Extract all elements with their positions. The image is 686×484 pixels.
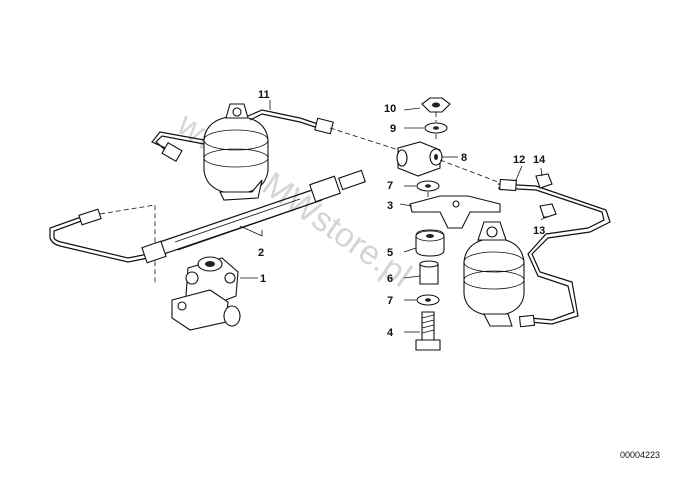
callout-7-upper: 7 [387, 180, 393, 192]
callout-1: 1 [260, 273, 266, 285]
callout-11: 11 [258, 89, 270, 101]
callout-7-lower: 7 [387, 295, 393, 307]
callout-5: 5 [387, 247, 393, 259]
callout-4: 4 [387, 327, 394, 339]
callout-3: 3 [387, 200, 393, 212]
mount-stack [396, 97, 501, 351]
hose-part-2 [141, 169, 366, 264]
distributor-part-1 [171, 256, 241, 331]
callout-labels: 1 2 3 4 5 6 7 7 8 9 10 11 12 13 14 [258, 89, 546, 339]
lower-accumulator [463, 221, 525, 327]
leader-lines [239, 100, 547, 333]
callout-12: 12 [513, 154, 525, 166]
callout-13: 13 [533, 225, 545, 237]
callout-9: 9 [390, 123, 396, 135]
callout-10: 10 [384, 103, 396, 115]
left-brake-line [49, 204, 156, 285]
callout-14: 14 [533, 154, 546, 166]
reference-number: 00004223 [620, 450, 660, 460]
callout-8: 8 [461, 152, 467, 164]
callout-6: 6 [387, 273, 393, 285]
callout-2: 2 [258, 247, 264, 259]
right-brake-line [497, 173, 611, 328]
upper-accumulator [151, 103, 406, 201]
